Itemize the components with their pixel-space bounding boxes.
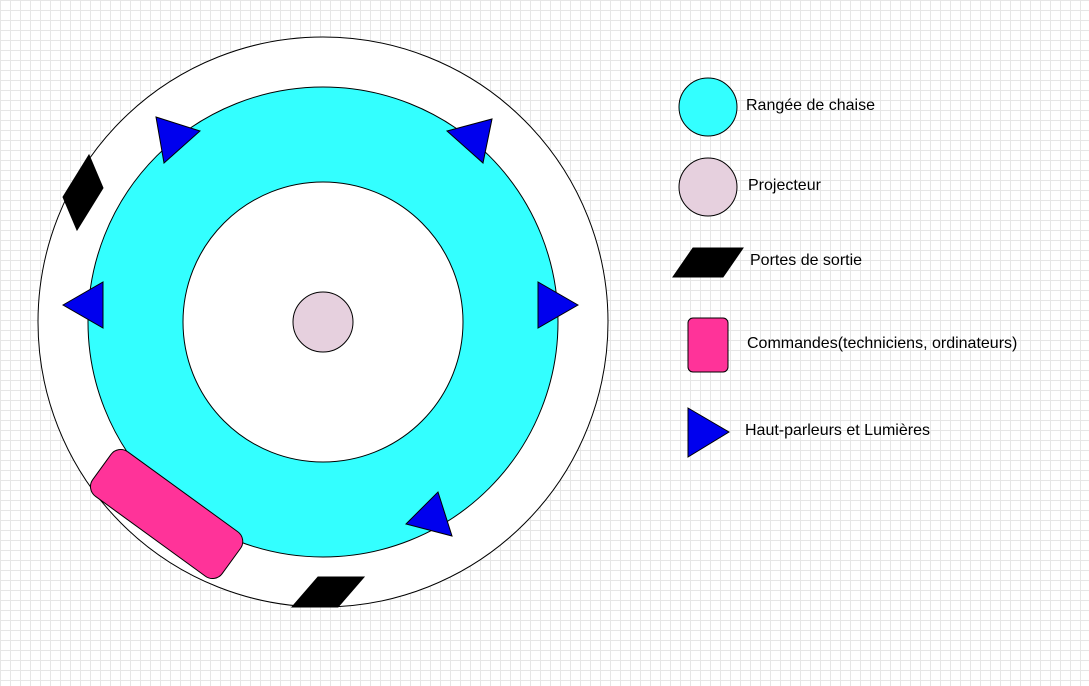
speaker-triangle-left[interactable] [61, 281, 104, 329]
legend-label-controls: Commandes(techniciens, ordinateurs) [747, 335, 1018, 352]
legend-label-chair-rows: Rangée de chaise [746, 97, 875, 114]
legend-label-exit-doors: Portes de sortie [750, 252, 863, 269]
speaker-triangle-right[interactable] [537, 281, 580, 329]
control-booth[interactable] [86, 445, 248, 584]
legend-exit-door-swatch [672, 247, 744, 278]
speaker-triangle-bottom-right[interactable] [405, 491, 453, 537]
projector-shape[interactable] [292, 291, 354, 353]
exit-door-bottom[interactable] [290, 576, 366, 608]
legend-label-projector: Projecteur [748, 177, 821, 194]
legend-speaker-swatch [687, 407, 730, 458]
legend-chair-rows-swatch [678, 77, 738, 137]
speaker-triangle-top-left[interactable] [155, 116, 201, 164]
legend-projector-swatch [678, 157, 738, 217]
exit-door-left[interactable] [62, 153, 104, 232]
speaker-triangle-top-right[interactable] [445, 118, 493, 164]
legend-controls-swatch [687, 317, 729, 373]
legend-label-speakers: Haut-parleurs et Lumières [745, 422, 930, 439]
